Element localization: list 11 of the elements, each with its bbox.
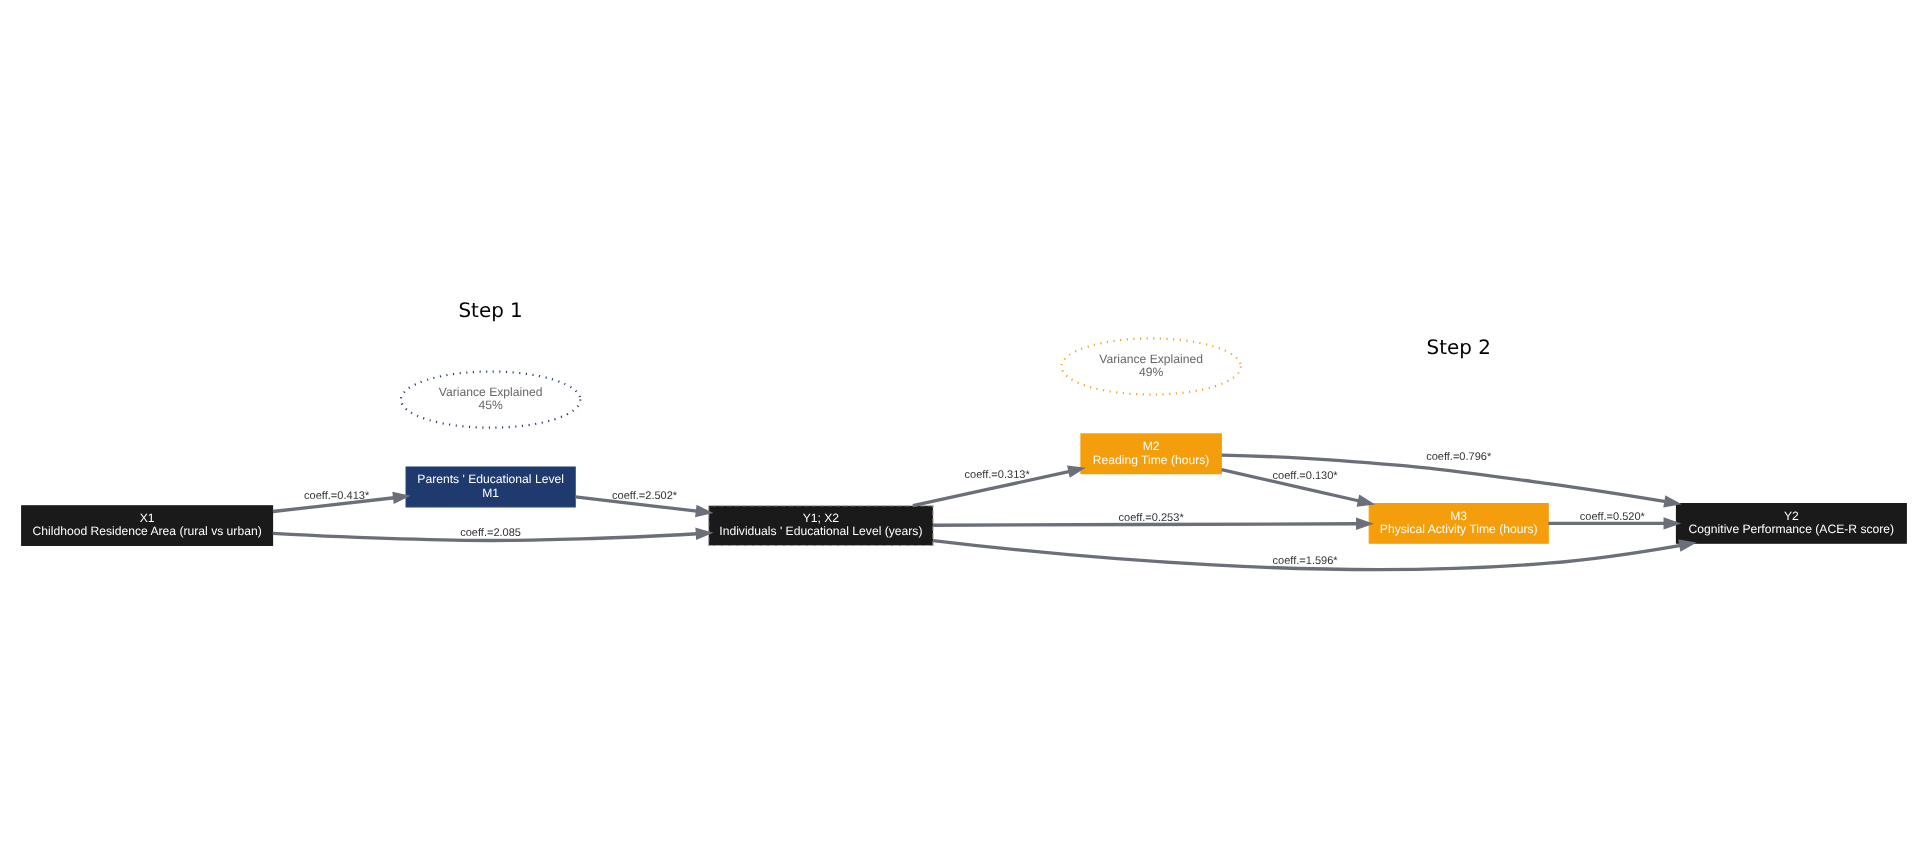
label: Step 1	[458, 300, 523, 323]
arrow	[272, 490, 411, 513]
arrow	[1548, 516, 1682, 529]
label: Step 2	[1426, 336, 1491, 359]
arrow	[912, 464, 1086, 507]
arrow	[1221, 452, 1682, 507]
arrow	[272, 526, 714, 542]
arrow	[932, 537, 1697, 571]
arrow	[1221, 466, 1376, 506]
arrow	[933, 516, 1374, 529]
arrow	[575, 494, 714, 517]
